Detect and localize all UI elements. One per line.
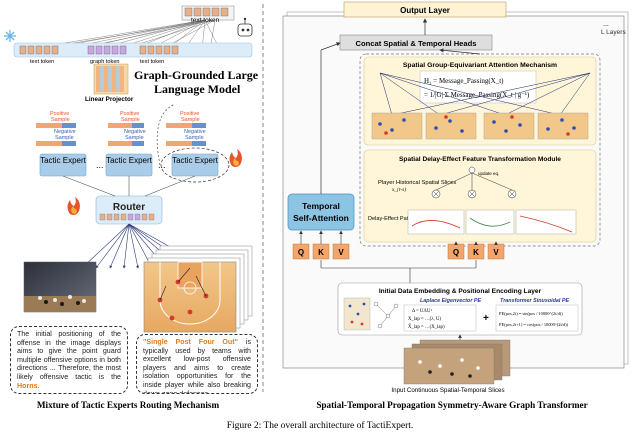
snowflake-icon [4,30,16,42]
sin-eq2: PE(pos,2i+1) = cos(pos / 10000^(2i/d)) [499,322,569,328]
game-photo [23,261,97,313]
expert-to-llm-link [156,103,176,166]
layers-dots: ... [603,21,609,28]
router-label: Router [113,202,145,213]
temporal-to-concat-arrow [320,42,341,51]
selected-expert-ellipse [160,147,230,183]
q-left: Q [298,248,304,257]
input-slices [403,339,511,385]
delay-pattern-plots [407,209,577,235]
token-label-text-1: text token [30,59,54,65]
laplace-pe-label: Laplace Eigenvector PE [420,298,482,304]
negative-label-2: Negative [124,129,146,135]
player-hist-sub: x_{t-s} [391,187,407,193]
k-left: K [318,248,324,257]
tactic-description-bubble: "Single Post Four Out" is typically used… [136,334,258,394]
input-slices-label: Input Continuous Spatial-Temporal Slices [391,387,504,394]
sinusoidal-eq-box [495,304,579,332]
linear-projector-label: Linear Projector [85,96,134,103]
laplace-eq3: X̃_lap = …(X_lap) [408,324,445,330]
output-layer-box [343,1,507,18]
robot-icon [237,17,253,37]
group-transform-courts [371,112,589,140]
left-panel-caption: Mixture of Tactic Experts Routing Mechan… [37,400,220,410]
qkv-left-arrows [299,230,343,244]
token-label-text-2: text token [140,59,164,65]
laplace-eq1: Δ = UΛUᵀ [412,308,432,314]
v-right: V [493,248,499,257]
sample-group-3: Positive Sample Negative Sample [166,111,206,146]
laplace-eq-box [403,304,477,332]
sgea-title: Spatial Group-Equivariant Attention Mech… [403,62,557,69]
negative-label-1: Negative [54,129,76,135]
llm-token-bar [13,42,253,58]
llm-title-line1: Graph-Grounded Large [134,68,259,82]
temporal-line2: Self-Attention [293,213,349,223]
positive-sample-label-3: Sample [181,117,200,123]
transformer-pe-label: Transformer Sinusoidal PE [500,298,570,304]
positive-label-3: Positive [180,111,199,117]
linear-projector [93,63,129,95]
fire-icon [67,197,80,215]
bubble2-highlight: "Single Post Four Out" [143,338,238,346]
qkv-right [447,243,505,260]
expert-2-line: Tactic Expert [106,156,153,165]
qkv-right-arrows [454,241,498,245]
k-right: K [473,248,479,257]
layers-label: L Layers [601,29,626,36]
formula-line1: H₁ = Message_Passing(X_t) [424,77,504,85]
negative-label-3: Negative [184,129,206,135]
token-label-graph: graph token [90,59,120,65]
delay-patterns-label: Delay-Effect Patterns [368,216,421,222]
figure-caption: Figure 2: The overall architecture of Ta… [227,420,414,431]
attention-fan [379,72,591,116]
right-panel-caption: Spatial-Temporal Propagation Symmetry-Aw… [316,400,587,410]
player-hist-label: Player Historical Spatial Slices [378,180,456,186]
router-to-expert-lines [62,175,196,197]
expert-dots-2: ... [158,160,166,170]
q-right: Q [453,248,459,257]
embed-to-qkv-lines [320,260,477,283]
bubble1-after: . [37,381,40,390]
embed-title: Initial Data Embedding & Positional Enco… [379,288,542,295]
deft-title: Spatial Delay-Effect Feature Transformat… [399,156,561,163]
output-layer-label: Output Layer [400,6,450,15]
expert-1-line: Tactic Expert [40,156,87,165]
embedding-graph [373,301,399,329]
sample-group-1: Positive Sample Negative Sample [36,111,76,146]
expert-3-line: Tactic Expert [172,156,219,165]
sample-group-2: Positive Sample Negative Sample [108,111,146,146]
spatial-to-concat-arrow [439,48,481,55]
court-slice-stack [143,245,253,333]
negative-sample-label-3: Sample [185,135,204,141]
formula-line2: = 1/|G| Σ Message_Passing(X_t | g⁻¹) [424,91,530,99]
positive-label-1: Positive [50,111,69,117]
laplace-eq2: X_lap = …(λ, U) [408,317,441,322]
llm-title-line2: Language Model [154,82,241,96]
qkv-left [292,243,350,260]
bubble1-before: The initial positioning of the offense i… [17,330,121,381]
positive-sample-label-2: Sample [121,117,140,123]
llm-response-bubble: The initial positioning of the offense i… [10,326,128,394]
positive-label-2: Positive [120,111,139,117]
embedding-mini-court [343,297,371,331]
v-left: V [338,248,344,257]
sin-eq1: PE(pos,2i) = sin(pos / 10000^(2i/d)) [499,311,563,317]
bubble1-highlight: Horns [17,381,38,390]
temporal-attention-block [287,193,355,231]
negative-sample-label-2: Sample [125,135,144,141]
delay-tree [431,166,517,199]
bubble2-after: is typically used by teams with excellen… [143,338,251,394]
concat-heads-label: Concat Spatial & Temporal Heads [356,39,477,48]
update-label: update eq. [478,171,499,176]
fire-icon [229,149,242,167]
temporal-line1: Temporal [302,201,340,211]
top-token-row [181,5,235,21]
positive-sample-label-1: Sample [51,117,70,123]
negative-sample-label-1: Sample [55,135,74,141]
plus-sign: + [483,313,489,324]
expert-dots-1: ... [96,160,104,170]
